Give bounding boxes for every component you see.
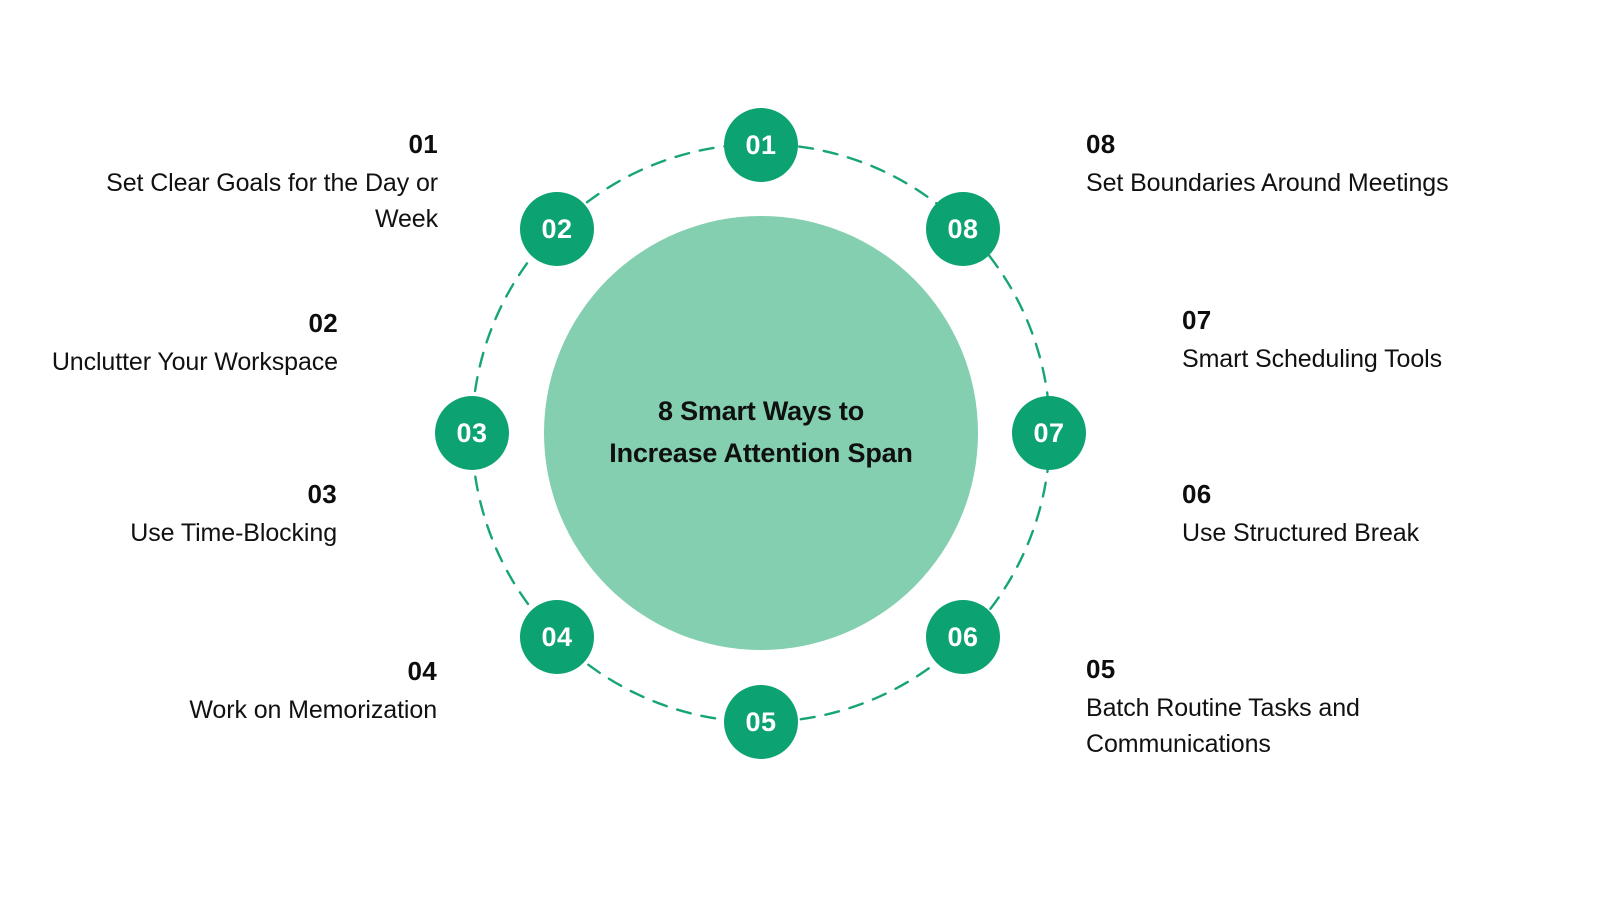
item-01-number: 01: [408, 129, 438, 159]
item-07-number: 07: [1182, 305, 1212, 335]
item-07-text: Smart Scheduling Tools: [1182, 344, 1442, 373]
item-06-number: 06: [1182, 479, 1212, 509]
item-02-number: 02: [308, 308, 338, 338]
item-02-text: Unclutter Your Workspace: [51, 347, 338, 376]
item-08[interactable]: 08 Set Boundaries Around Meetings: [1086, 128, 1486, 201]
badge-01[interactable]: 01: [724, 108, 798, 182]
item-03-text: Use Time-Blocking: [130, 518, 337, 547]
center-title: 8 Smart Ways to Increase Attention Span: [609, 396, 913, 468]
badge-02[interactable]: 02: [520, 192, 594, 266]
item-02[interactable]: 02 Unclutter Your Workspace: [0, 307, 338, 380]
item-05-text: Batch Routine Tasks and Communications: [1086, 693, 1360, 758]
item-08-text: Set Boundaries Around Meetings: [1086, 168, 1449, 197]
item-05-number: 05: [1086, 654, 1116, 684]
item-05[interactable]: 05 Batch Routine Tasks and Communication…: [1086, 653, 1486, 762]
center-hub-circle: 8 Smart Ways to Increase Attention Span: [544, 216, 978, 650]
badge-08[interactable]: 08: [926, 192, 1000, 266]
badge-05[interactable]: 05: [724, 685, 798, 759]
item-03-number: 03: [307, 479, 337, 509]
item-03[interactable]: 03 Use Time-Blocking: [0, 478, 337, 551]
item-04-text: Work on Memorization: [189, 695, 437, 724]
item-06-text: Use Structured Break: [1182, 518, 1419, 547]
item-07[interactable]: 07 Smart Scheduling Tools: [1182, 304, 1582, 377]
badge-04[interactable]: 04: [520, 600, 594, 674]
item-01[interactable]: 01 Set Clear Goals for the Day or Week: [38, 128, 438, 237]
item-04[interactable]: 04 Work on Memorization: [37, 655, 437, 728]
item-08-number: 08: [1086, 129, 1116, 159]
badge-06[interactable]: 06: [926, 600, 1000, 674]
badge-03[interactable]: 03: [435, 396, 509, 470]
item-06[interactable]: 06 Use Structured Break: [1182, 478, 1582, 551]
item-04-number: 04: [407, 656, 437, 686]
badge-07[interactable]: 07: [1012, 396, 1086, 470]
item-01-text: Set Clear Goals for the Day or Week: [106, 168, 438, 233]
